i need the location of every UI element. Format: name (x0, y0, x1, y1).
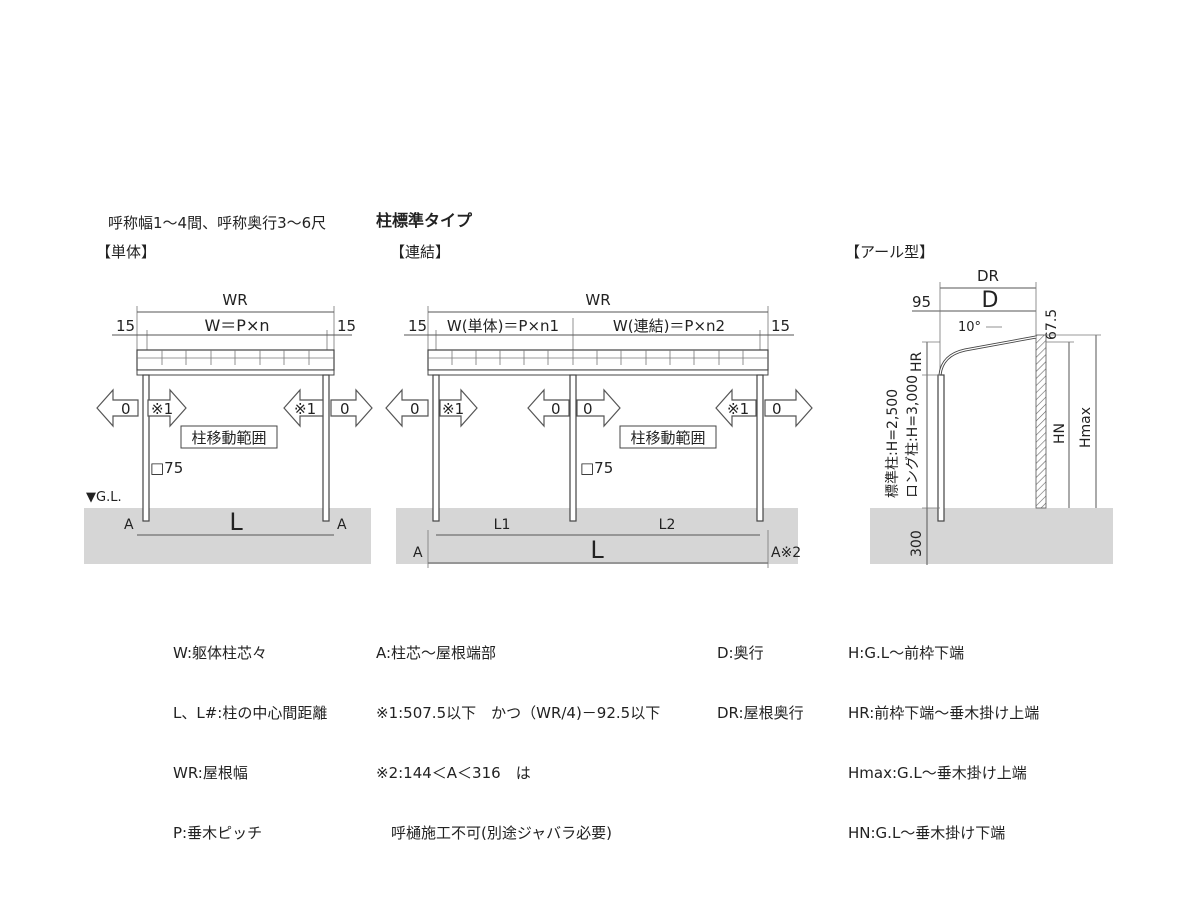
connected-a-left: A (413, 545, 423, 561)
connected-arrow-mid-left (527, 388, 570, 428)
single-margin-left: 15 (116, 317, 135, 335)
arch-top-gap-label: 67.5 (1044, 309, 1060, 340)
connected-note1-left: ※1 (442, 400, 464, 418)
connected-arrow-mid-right (576, 388, 621, 428)
connected-post-middle (569, 374, 577, 522)
arch-roof-curve (938, 335, 1037, 376)
legend-item: DR:屋根奥行 (717, 704, 804, 722)
legend-item: HR:前枠下端～垂木掛け上端 (848, 704, 1040, 722)
legend-item: A:柱芯～屋根端部 (376, 644, 497, 662)
single-arrow-left-outer (96, 388, 139, 428)
legend-item: HN:G.L～垂木掛け下端 (848, 824, 1006, 842)
connected-move-range-box (619, 425, 717, 449)
connected-zero-right: 0 (772, 400, 782, 418)
legend-item: ※2:144＜A＜316 は (376, 764, 531, 782)
connected-arrow-right-outer (764, 388, 813, 428)
single-note1-left: ※1 (151, 400, 173, 418)
legend-item: W:躯体柱芯々 (173, 644, 268, 662)
single-roof-ribs (161, 350, 310, 365)
connected-post-right (756, 374, 764, 522)
connected-w-single-formula: W(単体)＝P×n1 (447, 317, 559, 335)
connected-diagram: WR W(単体)＝P×n1 W(連結)＝P×n2 15 15 0 ※1 0 0 … (385, 291, 813, 568)
arch-h-standard-label: 標準柱:H=2,500 (885, 389, 901, 498)
legend-column-2: A:柱芯～屋根端部 ※1:507.5以下 かつ（WR/4)－92.5以下 ※2:… (376, 603, 660, 863)
legend-item: L、L#:柱の中心間距離 (173, 704, 328, 722)
single-post-left (142, 374, 150, 522)
single-margin-right: 15 (337, 317, 356, 335)
connected-l1-label: L1 (494, 517, 511, 533)
connected-a-note2: A※2 (771, 545, 801, 561)
section-single-label: 【単体】 (96, 243, 156, 261)
arch-post (937, 374, 945, 522)
legend-column-1: W:躯体柱芯々 L、L#:柱の中心間距離 WR:屋根幅 P:垂木ピッチ (173, 603, 327, 863)
single-zero-left: 0 (121, 400, 131, 418)
connected-arrow-left-outer (385, 388, 429, 428)
arch-h-long-label: ロング柱:H=3,000 (905, 375, 921, 498)
arch-d-label: D (982, 288, 999, 313)
single-gl-label: ▼G.L. (86, 490, 122, 505)
connected-l-label: L (590, 536, 604, 564)
single-l-label: L (229, 508, 243, 536)
single-post-right (322, 374, 330, 522)
connected-zero-left: 0 (410, 400, 420, 418)
arch-dr-label: DR (977, 267, 999, 285)
connected-margin-right: 15 (771, 317, 790, 335)
connected-wr-label: WR (585, 291, 610, 309)
legend-item: H:G.L～前枠下端 (848, 644, 965, 662)
single-arrow-left-inner (147, 388, 187, 428)
arch-ground (870, 508, 1113, 564)
connected-zero-mid-left: 0 (551, 400, 561, 418)
connected-margin-left: 15 (408, 317, 427, 335)
arch-hmax-label: Hmax (1078, 407, 1094, 448)
legend-item: D:奥行 (717, 644, 764, 662)
arch-depth-label: 300 (909, 530, 925, 557)
connected-ground (396, 508, 798, 564)
connected-w-connected-formula: W(連結)＝P×n2 (613, 317, 725, 335)
arch-offset-label: 95 (912, 293, 931, 311)
single-post-size: □75 (150, 459, 183, 477)
single-front-frame (136, 369, 335, 376)
single-a-left: A (124, 517, 134, 533)
header-subtitle: 呼称幅1～4間、呼称奥行3～6尺 (108, 214, 326, 232)
connected-arrow-right-inner (715, 388, 757, 428)
connected-post-size: □75 (580, 459, 613, 477)
arch-roof-curve-inner (939, 336, 1037, 376)
legend-column-4: H:G.L～前枠下端 HR:前枠下端～垂木掛け上端 Hmax:G.L～垂木掛け上… (848, 603, 1039, 863)
legend-item: 呼樋施工不可(別途ジャバラ必要) (376, 824, 612, 842)
single-wr-label: WR (222, 291, 247, 309)
legend-item: ※1:507.5以下 かつ（WR/4)－92.5以下 (376, 704, 661, 722)
arch-hn-label: HN (1052, 423, 1068, 444)
single-move-range-box (180, 425, 278, 449)
legend-item: WR:屋根幅 (173, 764, 248, 782)
arch-hr-label: HR (909, 351, 925, 372)
single-note1-right: ※1 (294, 400, 316, 418)
single-arrow-right-inner (283, 388, 324, 428)
section-connected-label: 【連結】 (390, 243, 450, 261)
single-w-formula: W＝P×n (204, 316, 269, 335)
connected-move-range-label: 柱移動範囲 (630, 429, 705, 447)
section-arch-label: 【アール型】 (845, 243, 934, 261)
legend-item: Hmax:G.L～垂木掛け上端 (848, 764, 1027, 782)
single-zero-right: 0 (340, 400, 350, 418)
connected-roof (427, 349, 769, 371)
single-arrow-right-outer (330, 388, 373, 428)
connected-front-frame (427, 369, 769, 376)
single-a-right: A (337, 517, 347, 533)
connected-arrow-left-inner (439, 388, 478, 428)
connected-roof-ribs (451, 350, 744, 365)
connected-note1-right: ※1 (727, 400, 749, 418)
arch-wall (1035, 334, 1047, 509)
connected-post-left (432, 374, 440, 522)
connected-l2-label: L2 (659, 517, 676, 533)
legend-column-3: D:奥行 DR:屋根奥行 (717, 603, 804, 743)
header-title: 柱標準タイプ (376, 211, 473, 230)
arch-angle-label: 10° (958, 320, 981, 335)
single-roof (136, 349, 335, 371)
connected-zero-mid-right: 0 (583, 400, 593, 418)
legend-item: P:垂木ピッチ (173, 824, 263, 842)
single-move-range-label: 柱移動範囲 (191, 429, 266, 447)
arch-diagram: DR D 95 10° 67.5 HR 標準柱:H=2,500 ロング柱:H=3… (870, 267, 1113, 565)
single-diagram: WR W＝P×n 15 15 0 ※1 ※1 0 柱移動範囲 □75 ▼G.L. (84, 291, 373, 564)
